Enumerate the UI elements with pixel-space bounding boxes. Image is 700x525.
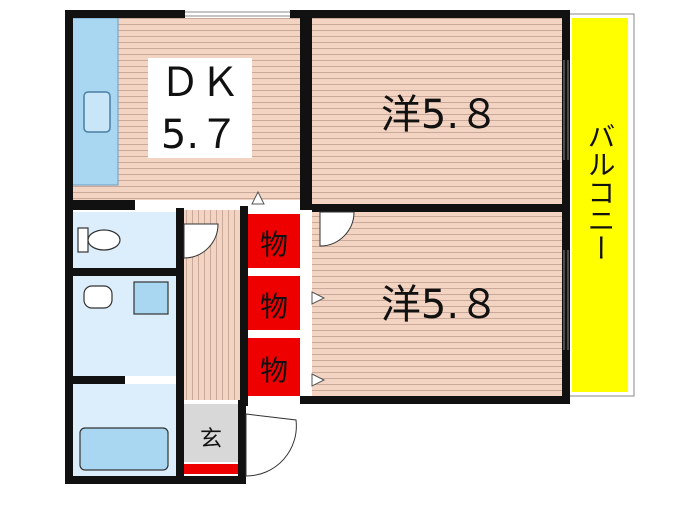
storage-closet-3: [248, 338, 300, 396]
shoe-box: [184, 464, 238, 474]
western-room-1-label: 洋5.８: [381, 92, 499, 138]
toilet-icon: [77, 227, 89, 253]
storage-closet-2: [248, 276, 300, 330]
dk-label-bg: [148, 58, 252, 158]
bathtub-icon: [79, 427, 169, 471]
storage-label-3: 物: [260, 354, 288, 387]
storage-closet-1: [248, 214, 300, 268]
storage-label-1: 物: [260, 228, 288, 261]
washing-machine-icon: [133, 281, 169, 315]
balcony-floor: [572, 18, 628, 392]
entrance-floor: [184, 404, 238, 462]
door-markers: [251, 190, 326, 387]
balcony-label: バルコニー: [584, 122, 617, 262]
storage-label-2: 物: [260, 290, 288, 323]
washbasin-icon: [83, 285, 113, 309]
walls: [65, 10, 570, 484]
entrance-label: 玄: [200, 427, 222, 452]
western-room-1-floor: [312, 18, 562, 204]
dk-window: [185, 11, 290, 17]
door-swings: [183, 211, 355, 477]
western-room-2-label: 洋5.８: [381, 282, 499, 328]
toilet-bowl-icon: [87, 229, 121, 251]
sink-icon: [83, 91, 111, 133]
dk-label-line1: ＤＫ: [160, 60, 240, 106]
western-room-2-floor: [312, 212, 562, 397]
dk-label-line2: 5.７: [161, 112, 239, 158]
balcony-sliding-doors: [563, 60, 569, 350]
